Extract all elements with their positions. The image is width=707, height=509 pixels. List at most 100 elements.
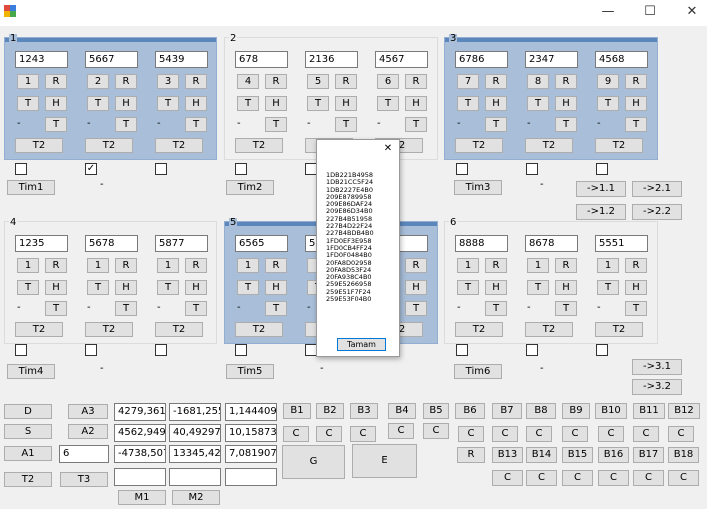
r-button[interactable]: R bbox=[555, 74, 577, 89]
b-button[interactable]: B9 bbox=[562, 403, 590, 419]
number-button[interactable]: 3 bbox=[157, 74, 179, 89]
r-button[interactable]: R bbox=[405, 74, 427, 89]
t2-button[interactable]: T2 bbox=[155, 322, 203, 337]
a1-value-textbox[interactable]: 6 bbox=[59, 445, 109, 463]
result-textbox[interactable]: 4562,949 bbox=[114, 424, 166, 442]
number-button[interactable]: 1 bbox=[17, 258, 39, 273]
r-button[interactable]: R bbox=[625, 258, 647, 273]
value-textbox[interactable]: 8678 bbox=[525, 235, 578, 252]
t2-button[interactable]: T2 bbox=[525, 138, 573, 153]
t2-button[interactable]: T2 bbox=[85, 138, 133, 153]
h-button[interactable]: H bbox=[115, 280, 137, 295]
r-button[interactable]: R bbox=[265, 258, 287, 273]
t-small-button[interactable]: T bbox=[485, 301, 507, 316]
arrow-button[interactable]: ->2.1 bbox=[632, 181, 682, 197]
dialog-close-icon[interactable]: ✕ bbox=[383, 143, 393, 154]
t-small-button[interactable]: T bbox=[45, 301, 67, 316]
t-button[interactable]: T bbox=[457, 280, 479, 295]
checkbox[interactable] bbox=[596, 163, 608, 175]
t-button[interactable]: T bbox=[157, 96, 179, 111]
timer-button[interactable]: Tim4 bbox=[7, 364, 55, 379]
result-textbox[interactable]: -1681,255 bbox=[169, 403, 221, 421]
b-button[interactable]: B2 bbox=[316, 403, 344, 419]
value-textbox[interactable]: 5551 bbox=[595, 235, 648, 252]
c-button[interactable]: C bbox=[633, 426, 659, 442]
a2-button[interactable]: A2 bbox=[68, 424, 108, 439]
checkbox[interactable] bbox=[456, 344, 468, 356]
arrow-button[interactable]: ->2.2 bbox=[632, 204, 682, 220]
c-button[interactable]: C bbox=[316, 426, 342, 442]
b-button[interactable]: B18 bbox=[668, 447, 699, 463]
r-button[interactable]: R bbox=[45, 74, 67, 89]
b-button[interactable]: B4 bbox=[388, 403, 416, 419]
h-button[interactable]: H bbox=[265, 280, 287, 295]
timer-button[interactable]: Tim2 bbox=[226, 180, 274, 195]
result-textbox[interactable]: 7,081907 bbox=[225, 445, 277, 463]
t-button[interactable]: T bbox=[307, 96, 329, 111]
arrow-button[interactable]: ->3.2 bbox=[632, 379, 682, 395]
c-button[interactable]: C bbox=[388, 423, 414, 439]
result-textbox[interactable] bbox=[225, 468, 277, 486]
r-button[interactable]: R bbox=[115, 258, 137, 273]
number-button[interactable]: 1 bbox=[237, 258, 259, 273]
c-button[interactable]: C bbox=[350, 426, 376, 442]
result-textbox[interactable] bbox=[114, 468, 166, 486]
a1-button[interactable]: A1 bbox=[4, 446, 52, 461]
ok-button[interactable]: Tamam bbox=[337, 338, 386, 351]
checkbox[interactable] bbox=[155, 344, 167, 356]
c-button[interactable]: C bbox=[598, 426, 624, 442]
result-textbox[interactable]: 4279,361 bbox=[114, 403, 166, 421]
value-textbox[interactable]: 5877 bbox=[155, 235, 208, 252]
arrow-button[interactable]: ->1.1 bbox=[576, 181, 626, 197]
timer-button[interactable]: Tim1 bbox=[7, 180, 55, 195]
r-button[interactable]: R bbox=[185, 258, 207, 273]
value-textbox[interactable]: 8888 bbox=[455, 235, 508, 252]
number-button[interactable]: 1 bbox=[157, 258, 179, 273]
t-button[interactable]: T bbox=[237, 96, 259, 111]
b-button[interactable]: B17 bbox=[633, 447, 664, 463]
number-button[interactable]: 1 bbox=[17, 74, 39, 89]
e-button[interactable]: E bbox=[352, 444, 417, 478]
s-button[interactable]: S bbox=[4, 424, 52, 439]
r-button[interactable]: R bbox=[405, 258, 427, 273]
c-button[interactable]: C bbox=[526, 426, 552, 442]
t2-button[interactable]: T2 bbox=[235, 138, 283, 153]
t-button[interactable]: T bbox=[527, 96, 549, 111]
r-button[interactable]: R bbox=[185, 74, 207, 89]
value-textbox[interactable]: 1243 bbox=[15, 51, 68, 68]
value-textbox[interactable]: 6786 bbox=[455, 51, 508, 68]
value-textbox[interactable]: 5667 bbox=[85, 51, 138, 68]
t-small-button[interactable]: T bbox=[405, 117, 427, 132]
number-button[interactable]: 8 bbox=[527, 74, 549, 89]
c-button[interactable]: C bbox=[598, 470, 629, 486]
c-button[interactable]: C bbox=[633, 470, 664, 486]
r-button[interactable]: R bbox=[457, 447, 485, 463]
r-button[interactable]: R bbox=[45, 258, 67, 273]
t-small-button[interactable]: T bbox=[625, 117, 647, 132]
checkbox[interactable] bbox=[235, 163, 247, 175]
t-small-button[interactable]: T bbox=[335, 117, 357, 132]
minimize-button[interactable]: — bbox=[601, 4, 615, 19]
t-small-button[interactable]: T bbox=[115, 117, 137, 132]
h-button[interactable]: H bbox=[45, 96, 67, 111]
t-small-button[interactable]: T bbox=[185, 301, 207, 316]
checkbox[interactable] bbox=[526, 163, 538, 175]
close-button[interactable]: ✕ bbox=[686, 4, 698, 19]
t-button[interactable]: T bbox=[597, 280, 619, 295]
b-button[interactable]: B15 bbox=[562, 447, 593, 463]
t-button[interactable]: T bbox=[527, 280, 549, 295]
number-button[interactable]: 1 bbox=[457, 258, 479, 273]
t-small-button[interactable]: T bbox=[265, 117, 287, 132]
h-button[interactable]: H bbox=[265, 96, 287, 111]
h-button[interactable]: H bbox=[555, 280, 577, 295]
r-button[interactable]: R bbox=[555, 258, 577, 273]
value-textbox[interactable]: 2347 bbox=[525, 51, 578, 68]
b-button[interactable]: B5 bbox=[423, 403, 449, 419]
b-button[interactable]: B3 bbox=[350, 403, 378, 419]
g-button[interactable]: G bbox=[282, 445, 345, 479]
b-button[interactable]: B1 bbox=[283, 403, 311, 419]
b-button[interactable]: B16 bbox=[598, 447, 629, 463]
value-textbox[interactable]: 678 bbox=[235, 51, 288, 68]
number-button[interactable]: 2 bbox=[87, 74, 109, 89]
r-button[interactable]: R bbox=[485, 258, 507, 273]
